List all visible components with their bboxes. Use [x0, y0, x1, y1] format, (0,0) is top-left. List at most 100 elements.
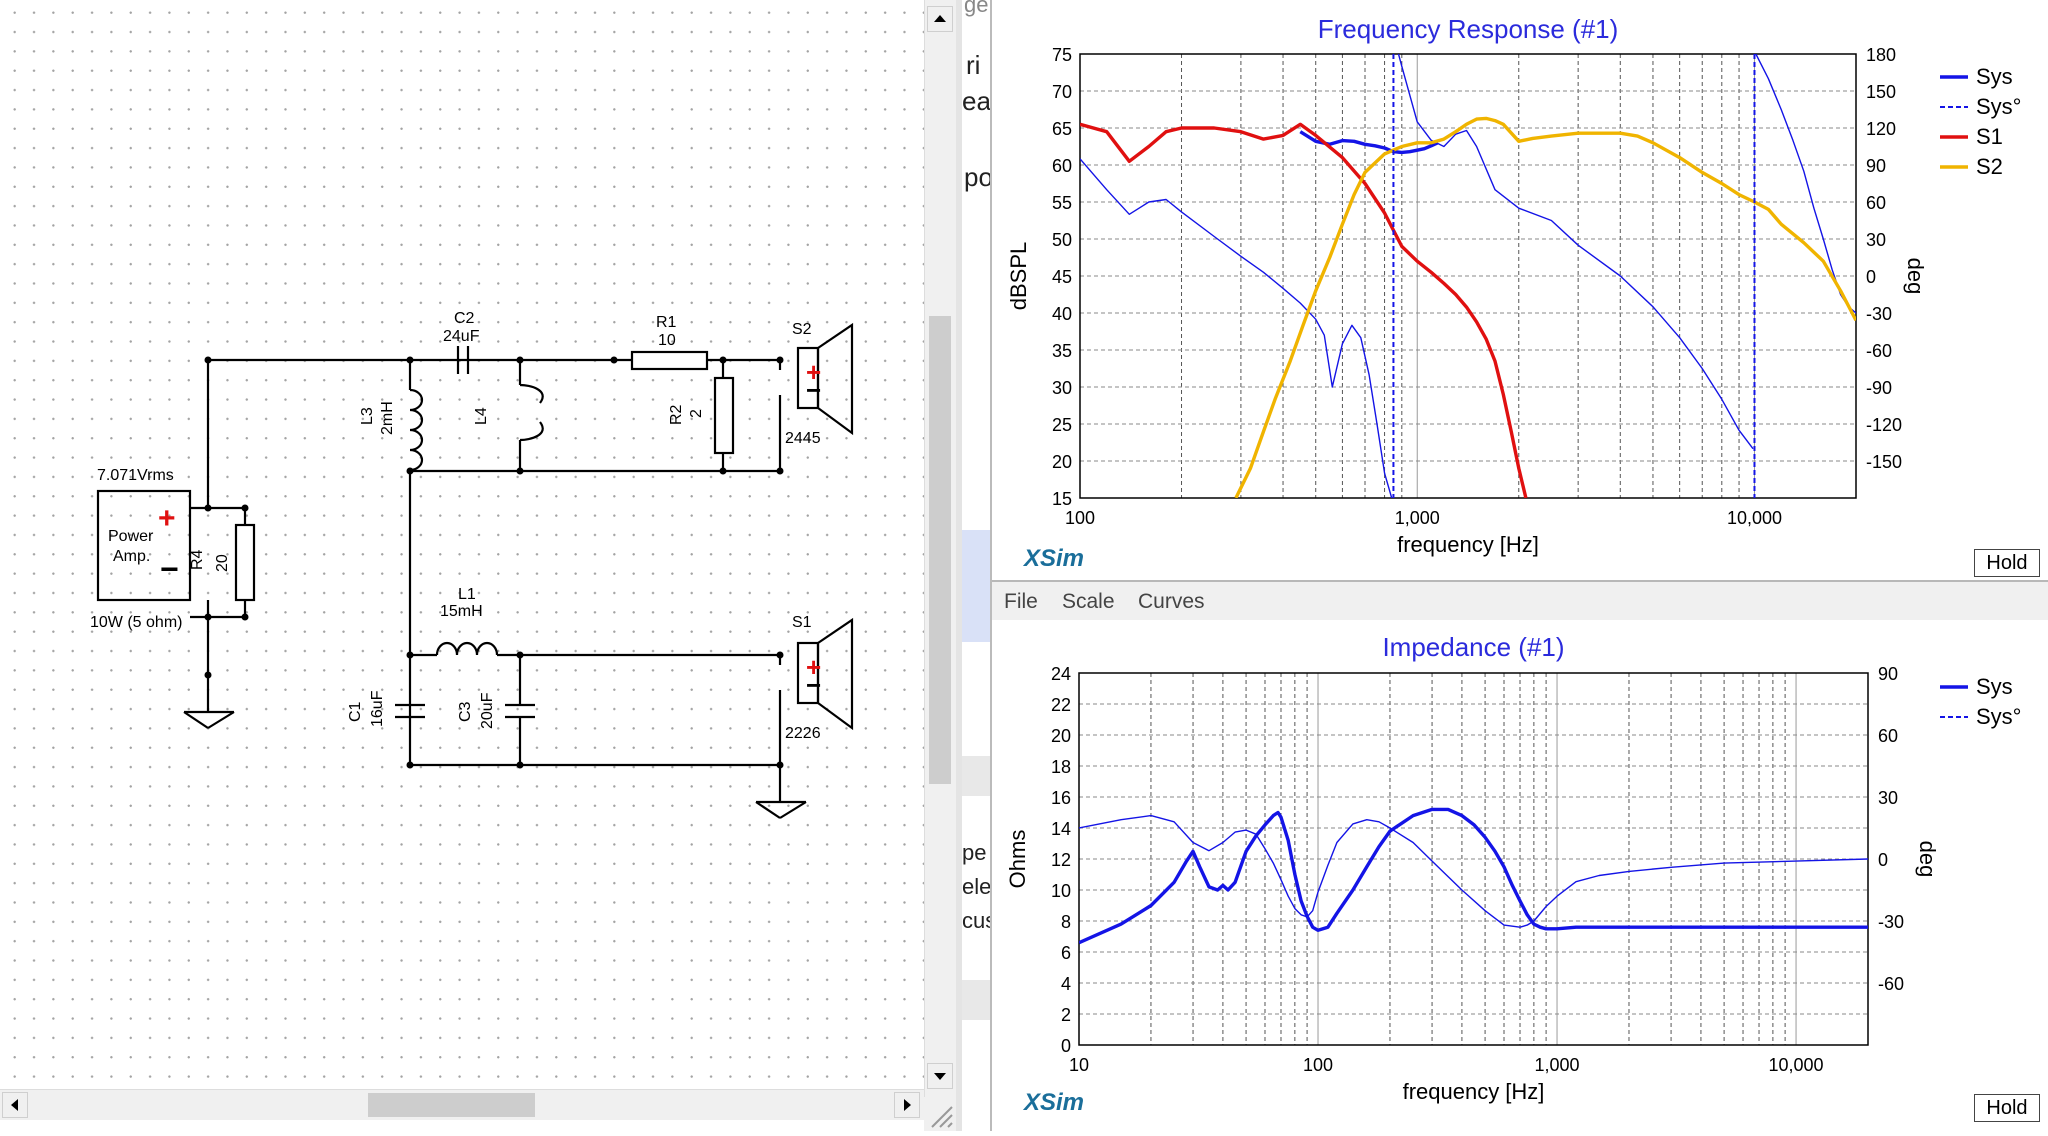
- r4-value: 20: [214, 554, 231, 572]
- s2-minus-sign: −: [806, 375, 821, 405]
- scroll-right-button[interactable]: [894, 1092, 920, 1118]
- l1-value: 15mH: [440, 603, 483, 620]
- imp-chart-y2-tick-label: -60: [1878, 974, 1904, 994]
- fr-chart-y2-tick-label: -90: [1866, 378, 1892, 398]
- background-text-5: pe: [962, 840, 987, 865]
- menu-scale[interactable]: Scale: [1062, 590, 1115, 613]
- fr-chart-series-sys-phase-line: [1755, 54, 1856, 314]
- imp-chart-y-tick-label: 22: [1051, 695, 1071, 715]
- background-window: ge ri ea po pe ele cus: [956, 0, 990, 1131]
- fr-chart-y2-tick-label: 30: [1866, 230, 1886, 250]
- fr-chart-y-tick-label: 50: [1052, 230, 1072, 250]
- c2-label: C2: [454, 310, 475, 327]
- fr-chart-y-axis-label: dBSPL: [1006, 242, 1031, 311]
- schematic-horizontal-scrollbar[interactable]: [0, 1089, 924, 1120]
- menu-file[interactable]: File: [1004, 590, 1038, 613]
- fr-hold-button[interactable]: Hold: [1974, 549, 2040, 577]
- scroll-up-button[interactable]: [927, 6, 953, 32]
- background-text-1: ge: [964, 0, 989, 17]
- imp-chart-y-tick-label: 20: [1051, 726, 1071, 746]
- frequency-response-chart: Frequency Response (#1)75706560555045403…: [1006, 14, 2021, 572]
- fr-chart-y-tick-label: 15: [1052, 489, 1072, 509]
- imp-chart-y-tick-label: 12: [1051, 850, 1071, 870]
- imp-chart-y2-tick-label: 90: [1878, 664, 1898, 684]
- imp-chart-y2-axis-label: deg: [1915, 841, 1940, 878]
- scroll-down-button[interactable]: [927, 1063, 953, 1089]
- fr-chart-y2-tick-label: -120: [1866, 415, 1902, 435]
- fr-chart-y2-tick-label: 0: [1866, 267, 1876, 287]
- scroll-down-arrow-icon: [934, 1073, 946, 1080]
- amp-label-2: Amp.: [113, 548, 150, 565]
- amp-label-1: Power: [108, 528, 154, 545]
- c3-label: C3: [457, 701, 474, 722]
- r2-label: R2: [668, 404, 685, 425]
- fr-chart-x-tick-label: 10,000: [1727, 508, 1782, 528]
- resize-grip-icon[interactable]: [924, 1097, 956, 1131]
- horizontal-scroll-thumb[interactable]: [368, 1093, 535, 1117]
- l3-value: 2mH: [379, 401, 396, 435]
- vertical-scroll-thumb[interactable]: [929, 316, 951, 784]
- fr-chart-y2-tick-label: -60: [1866, 341, 1892, 361]
- imp-chart-x-tick-label: 10,000: [1769, 1055, 1824, 1075]
- background-text-3: ea: [962, 86, 990, 116]
- fr-chart-y-tick-label: 75: [1052, 45, 1072, 65]
- imp-chart-series-group: [1079, 807, 1868, 945]
- scroll-left-button[interactable]: [2, 1092, 28, 1118]
- imp-chart-xsim-logo: XSim: [1022, 1089, 1084, 1116]
- fr-chart-y-tick-label: 20: [1052, 452, 1072, 472]
- amp-minus-sign: −: [160, 551, 179, 587]
- l1-label: L1: [458, 586, 476, 603]
- scroll-right-arrow-icon: [904, 1099, 911, 1111]
- s1-plus-sign: +: [806, 652, 821, 682]
- background-text-6: ele: [962, 874, 990, 899]
- l4-label: L4: [473, 407, 490, 425]
- fr-chart-y-tick-label: 55: [1052, 193, 1072, 213]
- scroll-up-arrow-icon: [934, 15, 946, 22]
- imp-chart-y-tick-label: 16: [1051, 788, 1071, 808]
- fr-chart-y2-tick-label: 60: [1866, 193, 1886, 213]
- impedance-menu-bar: File Scale Curves: [992, 580, 2048, 620]
- c3-value: 20uF: [479, 692, 496, 729]
- imp-chart-y-tick-label: 18: [1051, 757, 1071, 777]
- fr-chart-y-tick-label: 65: [1052, 119, 1072, 139]
- fr-chart-y-tick-label: 30: [1052, 378, 1072, 398]
- background-text-4: po: [964, 162, 990, 192]
- fr-chart-y2-tick-label: 120: [1866, 119, 1896, 139]
- imp-hold-button[interactable]: Hold: [1974, 1094, 2040, 1122]
- impedance-chart: Impedance (#1)24222018161412108642090603…: [1005, 632, 2021, 1116]
- background-gray-band-1: [962, 756, 990, 796]
- fr-chart-series-s1-line: [1080, 122, 1528, 498]
- imp-chart-y2-tick-label: -30: [1878, 912, 1904, 932]
- fr-chart-series-sys-phase-line: [1080, 54, 1754, 498]
- imp-chart-title: Impedance (#1): [1382, 632, 1564, 662]
- fr-chart-y2-tick-label: -150: [1866, 452, 1902, 472]
- fr-chart-y2-tick-label: -30: [1866, 304, 1892, 324]
- background-text-2: ri: [966, 50, 981, 80]
- schematic-vertical-scrollbar[interactable]: [924, 0, 957, 1097]
- amp-voltage: 7.071Vrms: [97, 467, 174, 484]
- fr-chart-legend-entry: Sys: [1976, 64, 2013, 89]
- fr-chart-y2-tick-label: 150: [1866, 82, 1896, 102]
- fr-chart-plot-frame: [1079, 53, 1857, 499]
- imp-chart-x-axis-label: frequency [Hz]: [1403, 1079, 1545, 1104]
- imp-chart-x-tick-label: 10: [1069, 1055, 1089, 1075]
- fr-chart-y-tick-label: 45: [1052, 267, 1072, 287]
- imp-chart-y2-tick-label: 30: [1878, 788, 1898, 808]
- imp-chart-series-sys-line: [1079, 807, 1868, 945]
- c1-value: 16uF: [369, 690, 386, 727]
- fr-chart-legend-entry: S2: [1976, 154, 2003, 179]
- imp-chart-series-sys-phase-line: [1079, 814, 1868, 928]
- r1-value: 10: [658, 332, 676, 349]
- amp-power: 10W (5 ohm): [90, 614, 182, 631]
- background-side-strip: [956, 0, 962, 1131]
- background-blue-band: [962, 530, 990, 642]
- fr-chart-title: Frequency Response (#1): [1318, 14, 1619, 44]
- menu-curves[interactable]: Curves: [1138, 590, 1205, 613]
- imp-chart-x-tick-label: 1,000: [1535, 1055, 1580, 1075]
- imp-chart-y-tick-label: 14: [1051, 819, 1071, 839]
- schematic-canvas[interactable]: [0, 0, 924, 1089]
- imp-chart-y-tick-label: 8: [1061, 912, 1071, 932]
